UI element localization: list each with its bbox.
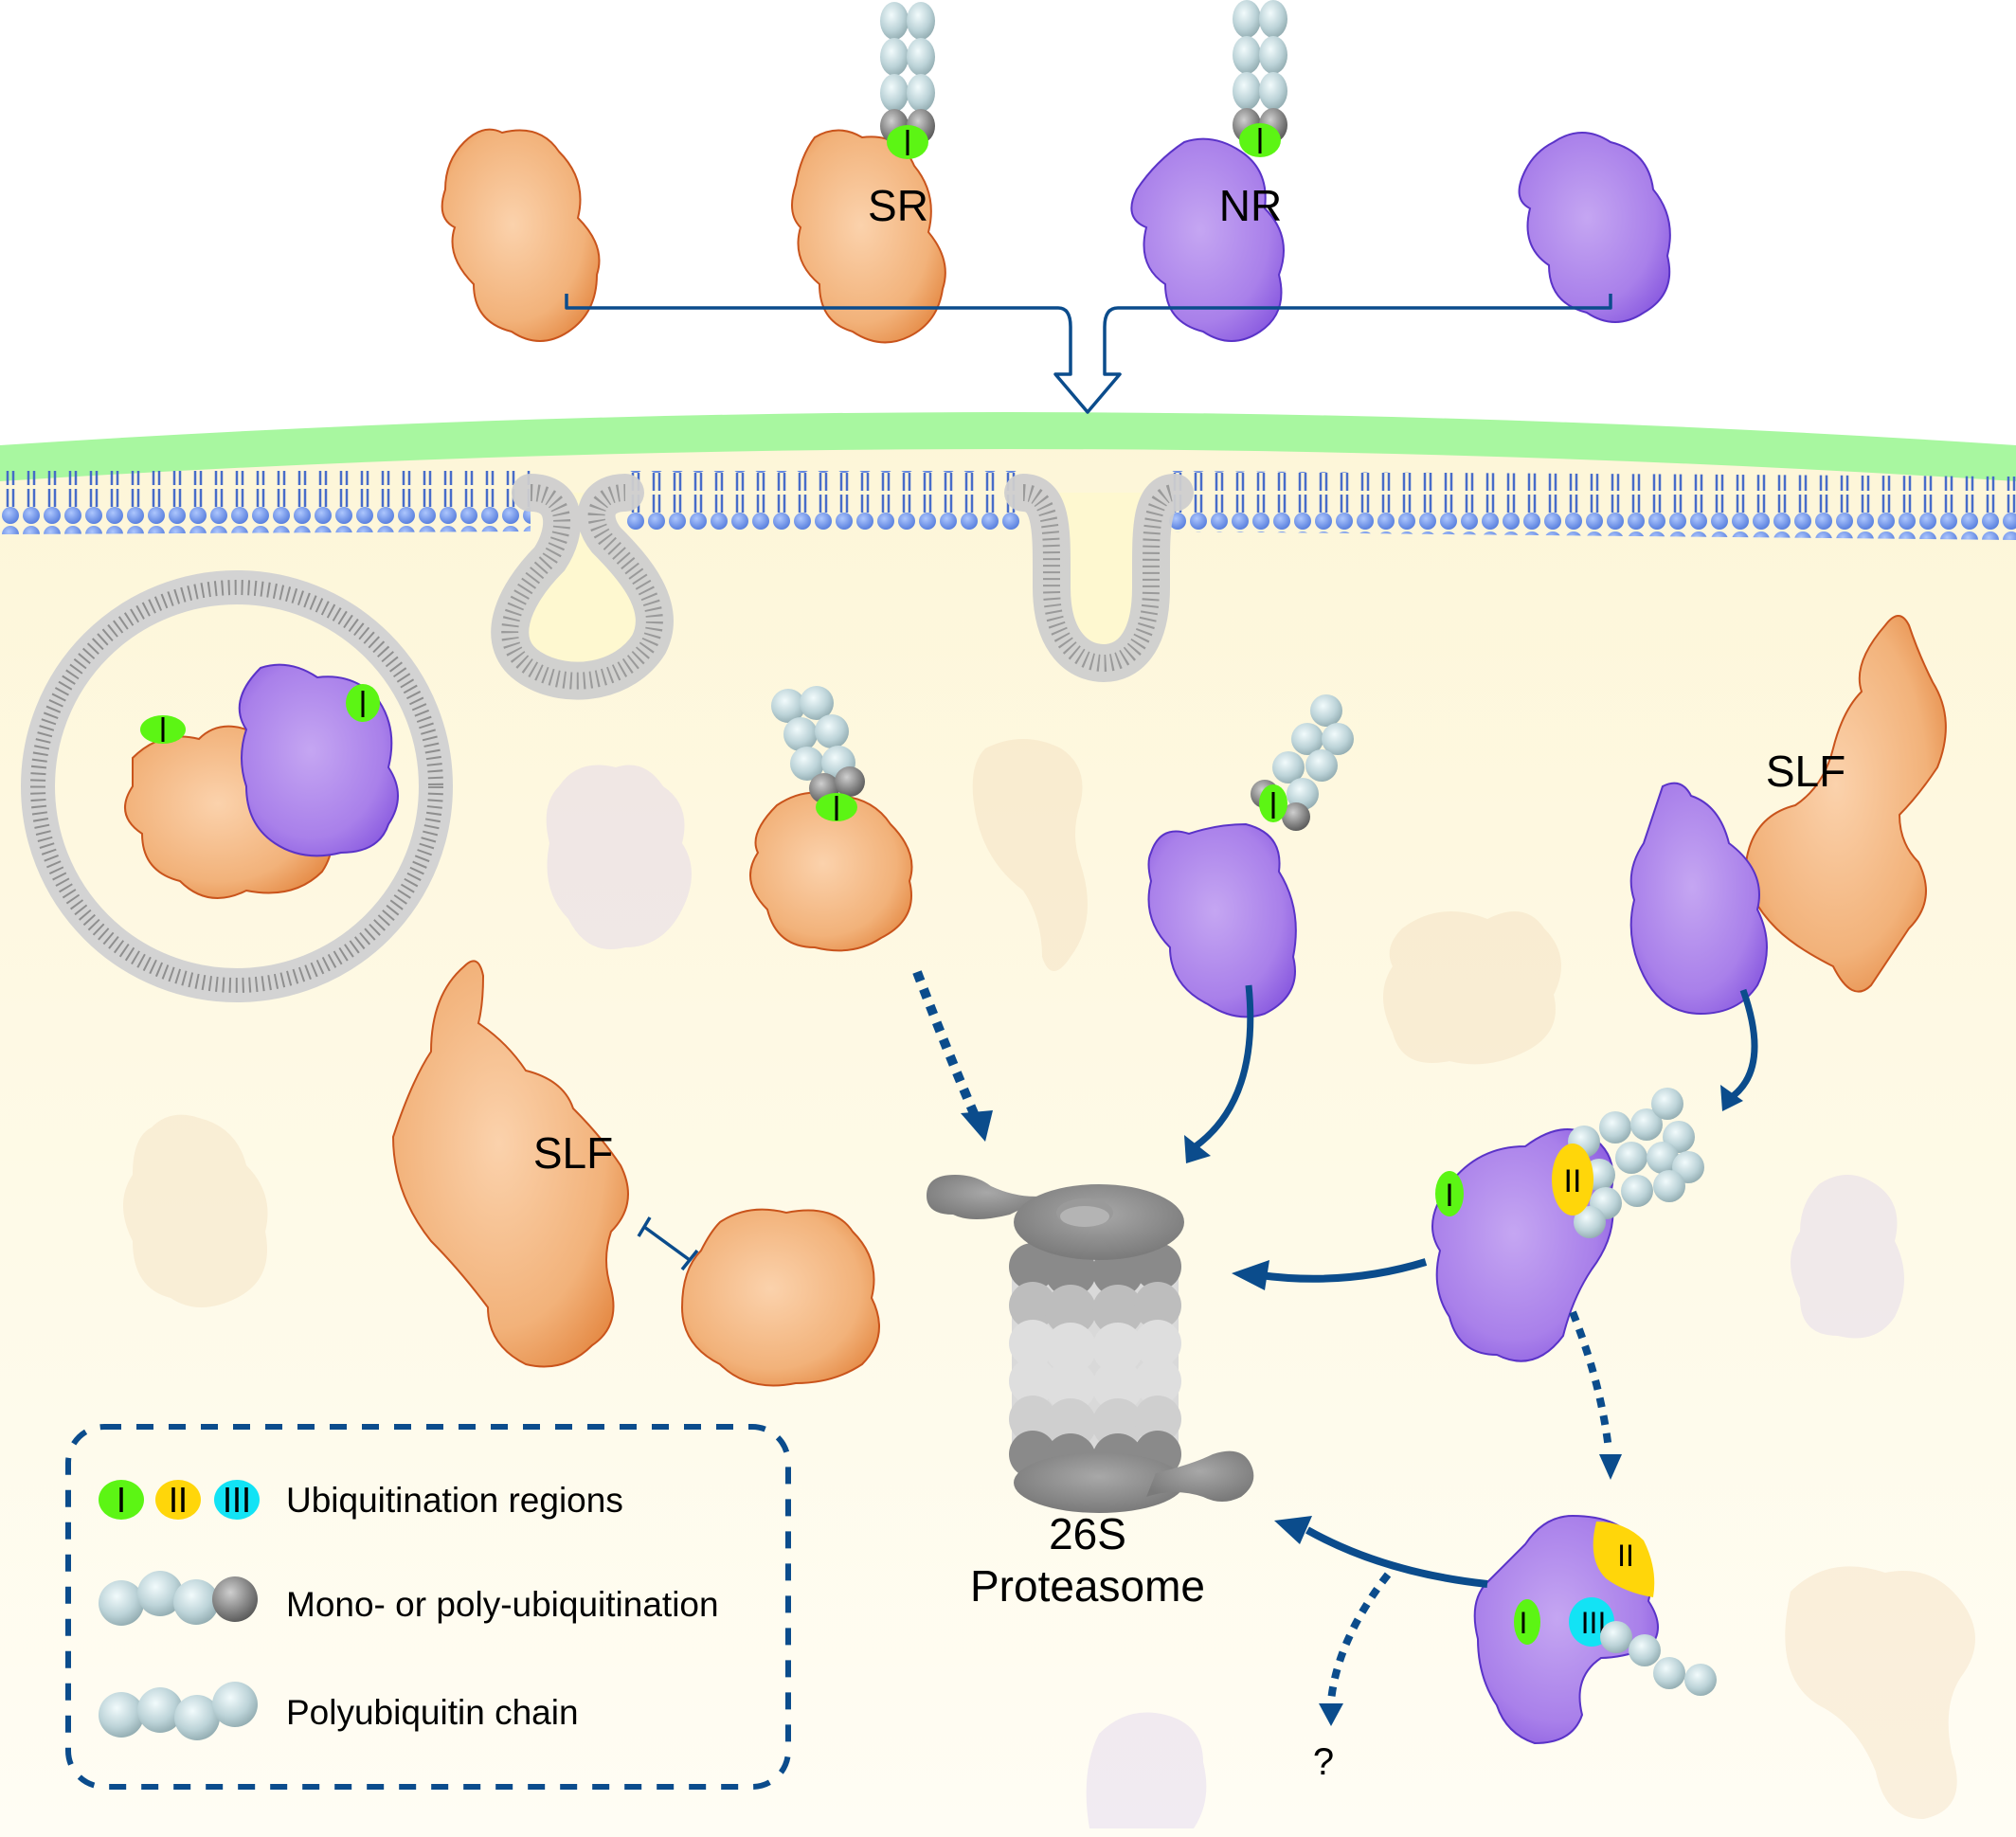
endocytic-invagination-right [1004, 474, 1194, 683]
plasma-membrane [0, 471, 2016, 540]
region-mark-II-bottom: II [1617, 1539, 1634, 1573]
legend-item-polyubiquitin-chain: Polyubiquitin chain [99, 1682, 579, 1740]
top-protein-nr: NR [1130, 0, 1287, 342]
solid-arrow-right-nr-to-polyub [1726, 988, 1758, 1102]
arrowhead [1274, 1516, 1312, 1544]
mid-sr-protein [749, 686, 913, 952]
polyubiquitinated-nr-I-II-III: II I III [1473, 1514, 1717, 1745]
pathway-arrows [912, 970, 1758, 1726]
legend-label-mono-poly-ubiquitination: Mono- or poly-ubiquitination [286, 1585, 719, 1624]
slf-left-label: SLF [533, 1128, 613, 1178]
legend-item-ubiquitination-regions: Ubiquitination regions [99, 1480, 623, 1520]
solid-arrow-bottom-nr-to-proteasome [1305, 1526, 1488, 1588]
legend-label-polyubiquitin-chain: Polyubiquitin chain [286, 1693, 579, 1732]
faded-protein [972, 739, 1088, 971]
top-protein-orange-plain [441, 128, 601, 342]
cytoplasm [0, 426, 2016, 1837]
region-mark-I: I [1445, 1178, 1453, 1214]
arrowhead [1184, 1135, 1211, 1163]
proteasome-bottom-cap [1014, 1450, 1254, 1513]
legend-item-mono-poly-ubiquitination: Mono- or poly-ubiquitination [99, 1571, 719, 1626]
arrowhead [1319, 1703, 1343, 1726]
mono-poly-ubiquitination-icon [99, 1571, 258, 1626]
arrowhead [1599, 1454, 1622, 1480]
proteasome-core [1009, 1241, 1181, 1485]
inhibition-line [637, 1216, 699, 1271]
faded-protein [1791, 1175, 1904, 1339]
proteasome-26s: 26S Proteasome [927, 1175, 1254, 1611]
faded-protein [1785, 1566, 1975, 1819]
merge-bracket-arrow [565, 294, 1612, 414]
region-I-marker [1514, 1599, 1540, 1645]
arrowhead [1720, 1085, 1743, 1111]
region-II-marker [1593, 1522, 1655, 1597]
faded-protein [1383, 911, 1561, 1065]
ubiquitination-regions-icon [99, 1480, 260, 1520]
faded-protein [546, 765, 692, 949]
endosome-nr-protein [238, 663, 399, 857]
inhibited-sr-protein [680, 1208, 880, 1387]
legend-border [65, 1424, 791, 1790]
solid-arrow-polyub-to-proteasome [1259, 1258, 1428, 1283]
proteasome-label-line2: Proteasome [970, 1561, 1205, 1611]
dotted-arrow-sr-to-proteasome [912, 970, 981, 1120]
legend: Ubiquitination regions Mono- or poly-ubi… [65, 1424, 791, 1790]
nr-label: NR [1219, 181, 1282, 230]
solid-arrow-nr-to-proteasome [1193, 984, 1254, 1149]
polyubiquitinated-nr-I-II: I II [1431, 1088, 1704, 1362]
proteasome-top-cap [927, 1175, 1184, 1260]
unknown-fate-label: ? [1313, 1741, 1334, 1783]
sr-label: SR [868, 181, 928, 230]
region-II-marker [1552, 1144, 1593, 1216]
cell-wall [0, 412, 2016, 481]
top-protein-sr: SR [791, 2, 946, 344]
left-slf-protein: SLF [391, 960, 629, 1368]
polyubiquitin-chain-icon [99, 1682, 258, 1740]
proteasome-label-line1: 26S [1049, 1509, 1126, 1558]
arrowhead [961, 1110, 993, 1142]
right-slf-protein: SLF [1745, 615, 1947, 993]
polyubiquitin-chain-bottom [1600, 1621, 1717, 1696]
dotted-arrow-polyub-to-bottom-nr [1569, 1310, 1612, 1450]
faded-protein [1086, 1712, 1207, 1828]
endosome-vesicle [21, 570, 453, 1002]
ubiquitin-chain-mid-sr [771, 686, 865, 803]
dotted-arrow-to-unknown [1327, 1572, 1392, 1702]
right-nr-protein [1629, 782, 1768, 1016]
mid-nr-protein [1147, 694, 1354, 1018]
arrowhead [1232, 1260, 1269, 1290]
region-mark-I-bottom: I [1520, 1606, 1528, 1640]
faded-protein [123, 1114, 268, 1307]
endocytic-invagination-left [491, 474, 674, 700]
slf-right-label: SLF [1766, 747, 1845, 796]
legend-label-ubiquitination-regions: Ubiquitination regions [286, 1481, 623, 1520]
region-mark-II: II [1564, 1163, 1582, 1199]
background-proteins [123, 739, 1975, 1828]
region-I-marker [1435, 1171, 1464, 1216]
top-protein-purple-plain [1518, 132, 1671, 323]
